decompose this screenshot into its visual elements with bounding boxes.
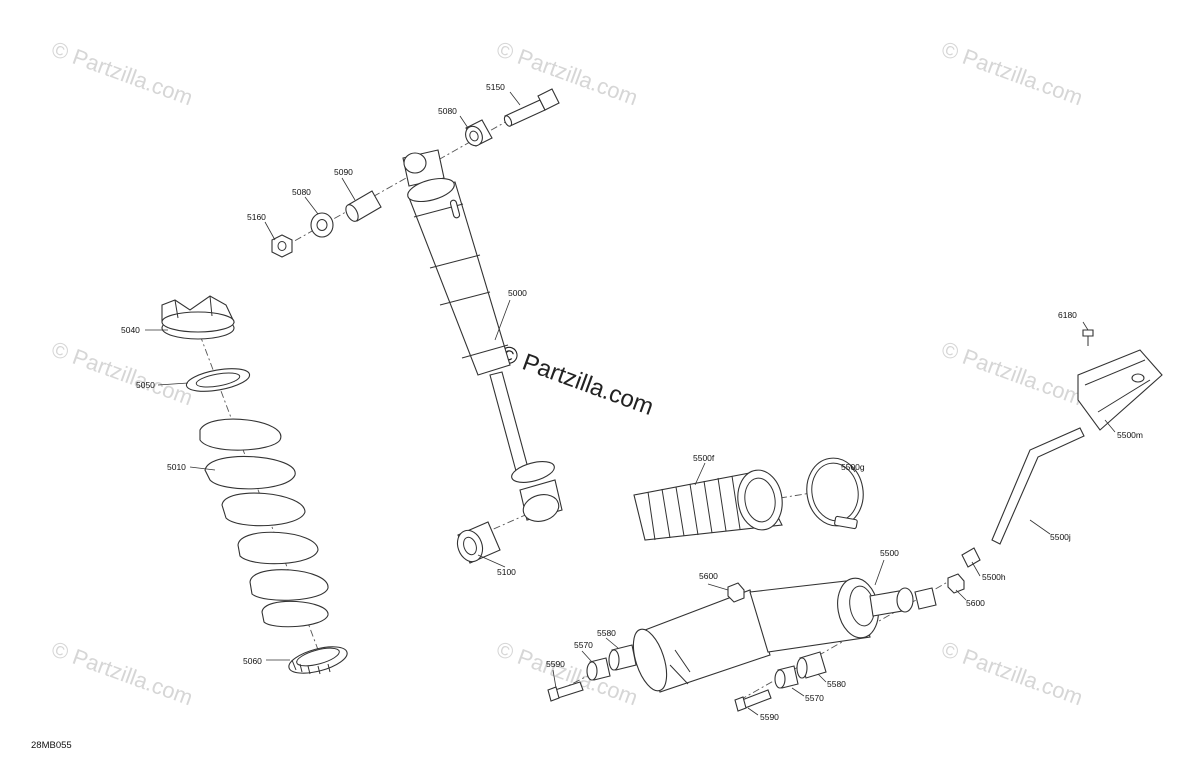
bolt-5590-icon xyxy=(547,681,584,702)
bushing-5600-icon xyxy=(727,582,745,603)
part-label-5060: 5060 xyxy=(243,656,262,666)
part-label-5080: 5080 xyxy=(438,106,457,116)
part-label-5590: 5590 xyxy=(760,712,779,722)
part-label-6180: 6180 xyxy=(1058,310,1077,320)
part-label-5010: 5010 xyxy=(167,462,186,472)
bushing-5080-icon xyxy=(310,212,334,238)
leader-lines xyxy=(145,91,1116,716)
part-label-5500g: 5500g xyxy=(841,462,865,472)
part-label-5500: 5500 xyxy=(880,548,899,558)
reservoir-bracket-5500m-icon xyxy=(1077,349,1163,431)
part-label-5600: 5600 xyxy=(966,598,985,608)
bushing-5570-icon xyxy=(586,657,611,681)
hose-clamp-5500g-icon xyxy=(806,457,864,530)
rear-shock-5500-icon xyxy=(632,577,914,693)
coil-spring-5010-icon xyxy=(199,418,329,628)
part-labels: 5150 5080 5090 5080 5160 5000 5040 5050 … xyxy=(121,82,1143,722)
watermark: © Partzilla.com xyxy=(938,336,1086,410)
part-label-5100: 5100 xyxy=(497,567,516,577)
front-shock-assembly xyxy=(271,88,563,564)
part-label-5150: 5150 xyxy=(486,82,505,92)
watermark: © Partzilla.com xyxy=(48,36,196,110)
watermark: © Partzilla.com xyxy=(48,336,196,410)
part-label-5580: 5580 xyxy=(827,679,846,689)
part-label-5160: 5160 xyxy=(247,212,266,222)
part-label-5000: 5000 xyxy=(508,288,527,298)
centerline xyxy=(779,489,831,499)
part-label-5500f: 5500f xyxy=(693,453,715,463)
part-label-5500m: 5500m xyxy=(1117,430,1143,440)
bolt-5150-icon xyxy=(503,88,560,127)
part-label-5500j: 5500j xyxy=(1050,532,1071,542)
center-watermark: © Partzilla.com xyxy=(496,340,657,421)
spring-seat-5060-icon xyxy=(288,646,348,675)
bushing-5100-icon xyxy=(456,521,501,564)
reservoir-hose-5500j-icon xyxy=(991,427,1085,545)
diagram-code: 28MB055 xyxy=(31,740,72,751)
part-label-5090: 5090 xyxy=(334,167,353,177)
watermark: © Partzilla.com xyxy=(938,636,1086,710)
screw-6180-icon xyxy=(1082,329,1094,346)
bushing-5570-icon xyxy=(774,665,799,689)
spacer-icon xyxy=(914,587,937,610)
part-label-5600: 5600 xyxy=(699,571,718,581)
part-label-5590: 5590 xyxy=(546,659,565,669)
watermark: © Partzilla.com xyxy=(938,36,1086,110)
part-label-5040: 5040 xyxy=(121,325,140,335)
part-label-5570: 5570 xyxy=(805,693,824,703)
spring-retainer-5040-icon xyxy=(161,295,235,340)
washer-5050-icon xyxy=(185,368,251,392)
part-label-5500h: 5500h xyxy=(982,572,1006,582)
spring-stack xyxy=(161,295,348,675)
bushing-5600-icon xyxy=(947,573,965,594)
bolt-5590-icon xyxy=(734,689,772,712)
watermark: © Partzilla.com xyxy=(48,636,196,710)
shock-absorber-5000-icon xyxy=(402,149,563,522)
dust-boot-5500f-icon xyxy=(633,469,783,541)
bushing-5080-icon xyxy=(465,119,493,147)
rear-shock-assembly xyxy=(547,329,1163,712)
spacer-5090-icon xyxy=(345,190,382,222)
nut-5160-icon xyxy=(271,234,293,258)
part-label-5080: 5080 xyxy=(292,187,311,197)
watermark: © Partzilla.com xyxy=(493,636,641,710)
spacer-5580-icon xyxy=(608,644,637,671)
part-label-5570: 5570 xyxy=(574,640,593,650)
part-label-5050: 5050 xyxy=(136,380,155,390)
fitting-5500h-icon xyxy=(961,547,981,568)
spacer-5580-icon xyxy=(796,651,827,679)
part-label-5580: 5580 xyxy=(597,628,616,638)
